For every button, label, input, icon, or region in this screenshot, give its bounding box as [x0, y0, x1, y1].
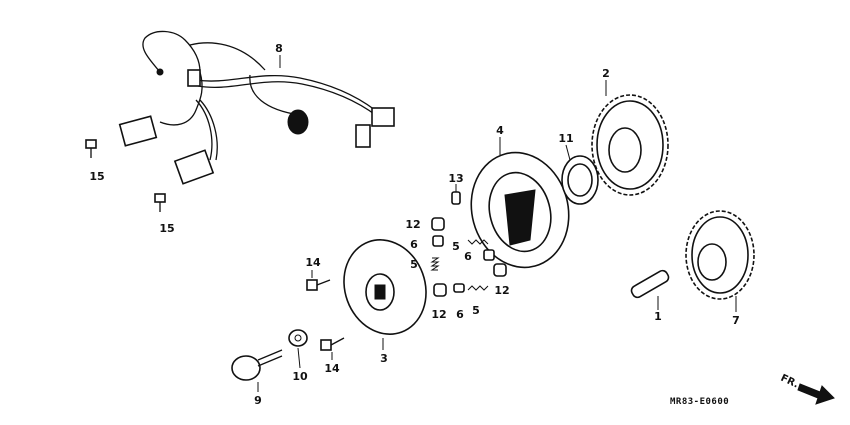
spring-5-bottom — [467, 285, 489, 291]
label-10: 10 — [292, 370, 308, 383]
label-12-bottom: 12 — [431, 308, 446, 321]
gear-shaft — [630, 269, 670, 299]
label-12-right: 12 — [494, 284, 509, 297]
flange-bolt-9 — [231, 349, 283, 381]
pin-13 — [451, 191, 461, 205]
spring-5-mid — [467, 239, 489, 245]
clutch-housing — [470, 151, 570, 269]
bolt-14-lower — [320, 337, 345, 351]
needle-bearing — [561, 155, 599, 205]
diagram-code: MR83-E0600 — [670, 397, 729, 407]
label-15-upper: 15 — [89, 170, 104, 183]
starter-driven-gear — [591, 94, 669, 196]
plunger-6-mid — [483, 249, 495, 261]
spring-5-left — [430, 257, 440, 271]
reduction-gear — [685, 210, 755, 300]
bolt-15-upper — [85, 139, 97, 158]
plunger-6-top — [432, 235, 444, 247]
label-5-bottom: 5 — [472, 304, 480, 317]
label-11: 11 — [558, 132, 573, 145]
washer-10 — [288, 329, 308, 347]
wire-harness — [118, 30, 395, 185]
label-14-upper: 14 — [305, 256, 321, 269]
roller-12-right — [493, 263, 507, 277]
label-12-top: 12 — [405, 218, 420, 231]
label-1: 1 — [654, 310, 662, 323]
label-2: 2 — [602, 67, 610, 80]
plunger-6-bottom — [453, 283, 465, 293]
label-4: 4 — [496, 124, 504, 137]
roller-12-top — [431, 217, 445, 231]
label-6-mid: 6 — [464, 250, 472, 263]
label-5-mid: 5 — [452, 240, 460, 253]
leader-lines — [257, 55, 737, 392]
label-15-lower: 15 — [159, 222, 174, 235]
front-direction-arrow: FR. — [779, 373, 835, 405]
label-14-lower: 14 — [324, 362, 340, 375]
label-8: 8 — [275, 42, 283, 55]
label-6-bottom: 6 — [456, 308, 464, 321]
label-13: 13 — [448, 172, 463, 185]
label-3: 3 — [380, 352, 388, 365]
label-5-left: 5 — [410, 258, 418, 271]
bolt-15-lower — [154, 193, 166, 212]
bolt-14-upper — [306, 279, 331, 291]
label-9: 9 — [254, 394, 262, 407]
direction-label: FR. — [779, 373, 800, 391]
roller-12-bottom — [433, 283, 447, 297]
label-7: 7 — [732, 314, 740, 327]
stator-plate — [343, 239, 427, 335]
label-6-top: 6 — [410, 238, 418, 251]
part-labels: 8 4 2 11 15 15 13 12 6 5 5 6 12 12 6 5 1… — [89, 42, 739, 407]
